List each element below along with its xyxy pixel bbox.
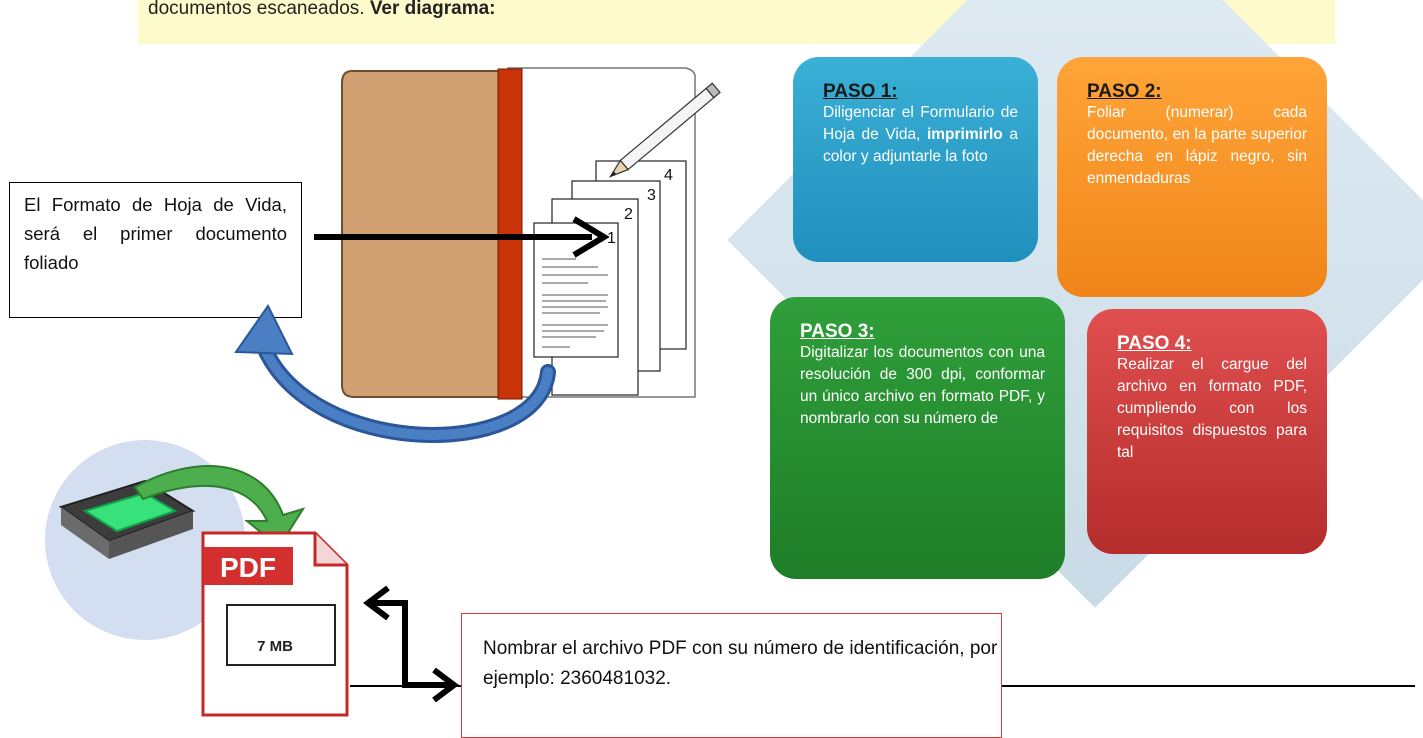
- pencil-icon: [608, 82, 721, 178]
- step-3-text: Digitalizar los documentos con una resol…: [800, 344, 1045, 427]
- folder-with-documents-illustration: 4 3 2 1: [341, 67, 721, 400]
- step-2-text: Foliar (numerar) cada documento, en la p…: [1087, 104, 1307, 187]
- step-2-box: PASO 2: Foliar (numerar) cada documento,…: [1057, 57, 1327, 297]
- svg-text:2: 2: [624, 206, 633, 223]
- banner-text: documentos escaneados. Ver diagrama:: [148, 0, 495, 20]
- file-size-label: 7 MB: [257, 638, 293, 655]
- arrows-layer: [234, 216, 610, 703]
- banner-text-normal: documentos escaneados.: [148, 0, 370, 19]
- step-4-title: PASO 4:: [1117, 333, 1192, 354]
- document-1: 1: [533, 222, 619, 358]
- pdf-file-icon: PDF 7 MB: [201, 531, 349, 717]
- pdf-naming-note: Nombrar el archivo PDF con su número de …: [461, 613, 1002, 738]
- curved-blue-arrow: [234, 304, 556, 443]
- svg-text:3: 3: [647, 187, 656, 204]
- svg-text:4: 4: [664, 167, 673, 184]
- scanner-to-pdf-illustration: PDF 7 MB: [45, 440, 349, 717]
- pdf-label: PDF: [220, 552, 276, 583]
- step-2-title: PASO 2:: [1087, 81, 1162, 102]
- step-4-box: PASO 4: Realizar el cargue del archivo e…: [1087, 309, 1327, 554]
- step-3-title: PASO 3:: [800, 321, 875, 342]
- step-1-text: Diligenciar el Formulario de Hoja de Vid…: [823, 104, 1018, 165]
- arrow-to-first-document: [314, 216, 610, 258]
- step-1-box: PASO 1: Diligenciar el Formulario de Hoj…: [793, 57, 1038, 262]
- step-3-box: PASO 3: Digitalizar los documentos con u…: [770, 297, 1065, 579]
- first-document-note: El Formato de Hoja de Vida, será el prim…: [9, 182, 302, 318]
- scanner-icon: [58, 479, 196, 559]
- banner-link-text: Ver diagrama:: [369, 0, 496, 19]
- svg-text:1: 1: [607, 230, 616, 247]
- step-4-text: Realizar el cargue del archivo en format…: [1117, 356, 1307, 461]
- step-1-title: PASO 1:: [823, 81, 898, 102]
